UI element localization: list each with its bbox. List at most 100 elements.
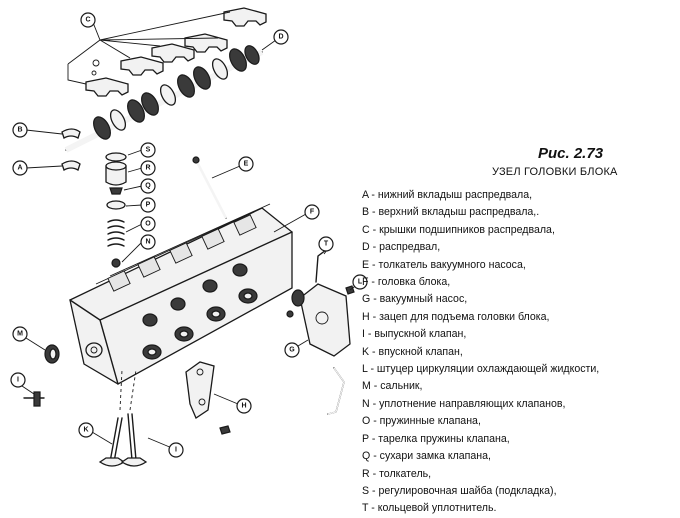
callout-labels: C D B A S R Q P O N E F T L G M I H K I [10, 12, 368, 458]
legend-text: - крышки подшипников распредвала, [369, 223, 555, 236]
callout-l: L [352, 274, 368, 290]
legend-item: M - сальник, [362, 378, 678, 395]
svg-text:C: C [85, 17, 90, 24]
legend-item: G - вакуумный насос, [362, 291, 678, 308]
legend-item: N - уплотнение направляющих клапанов, [362, 396, 678, 413]
legend-text: - регулировочная шайба (подкладка), [369, 484, 557, 497]
legend-item: I - выпускной клапан, [362, 326, 678, 343]
legend-text: - уплотнение направляющих клапанов, [369, 397, 566, 410]
legend-key: E [362, 258, 370, 271]
oil-seal [25, 337, 60, 364]
legend-key: D [362, 241, 370, 254]
camshaft [64, 39, 277, 153]
legend-key: F [362, 276, 369, 289]
figure-title: Рис. 2.73 [538, 145, 604, 162]
svg-text:Q: Q [145, 183, 151, 190]
callout-r: R [140, 160, 156, 176]
callout-d: D [273, 29, 289, 45]
callout-i-left: I [10, 372, 26, 388]
callout-n: N [140, 234, 156, 250]
legend-item: S - регулировочная шайба (подкладка), [362, 483, 678, 500]
parts-legend: A - нижний вкладыш распредвала, B - верх… [362, 187, 678, 518]
legend-key: I [362, 328, 365, 341]
legend-item: B - верхний вкладыш распредвала,. [362, 204, 678, 221]
svg-text:T: T [324, 241, 329, 248]
legend-item: A - нижний вкладыш распредвала, [362, 187, 678, 204]
svg-text:E: E [244, 161, 249, 168]
svg-text:B: B [17, 127, 22, 134]
legend-item: F - головка блока, [362, 274, 678, 291]
callout-o: O [140, 216, 156, 232]
callout-f: F [304, 204, 320, 220]
callout-a: A [12, 160, 28, 176]
callout-c: C [80, 12, 96, 28]
legend-item: D - распредвал, [362, 239, 678, 256]
svg-text:A: A [17, 165, 22, 172]
legend-text: - выпускной клапан, [364, 328, 467, 341]
legend-item: Q - сухари замка клапана, [362, 448, 678, 465]
callout-p: P [140, 197, 156, 213]
legend-text: - толкатель вакуумного насоса, [369, 258, 526, 271]
legend-item: R - толкатель, [362, 466, 678, 483]
legend-key: G [362, 293, 371, 306]
callout-e: E [238, 156, 254, 172]
legend-text: - вакуумный насос, [370, 293, 468, 306]
legend-key: K [362, 345, 370, 358]
vacuum-pump-pusher [192, 156, 241, 219]
callout-i-bottom: I [168, 442, 184, 458]
legend-key: Q [362, 450, 371, 463]
legend-key: M [362, 380, 371, 393]
legend-item: O - пружинные клапана, [362, 413, 678, 430]
legend-item: E - толкатель вакуумного насоса, [362, 257, 678, 274]
svg-text:G: G [289, 347, 295, 354]
legend-item: L - штуцер циркуляции охлаждающей жидкос… [362, 361, 678, 378]
legend-text: - сальник, [370, 380, 423, 393]
svg-text:O: O [145, 221, 151, 228]
legend-key: B [362, 206, 370, 219]
legend-key: R [362, 467, 370, 480]
svg-text:K: K [83, 427, 88, 434]
legend-text: - тарелка пружины клапана, [368, 432, 510, 445]
legend-key: A [362, 189, 369, 201]
callout-b: B [12, 122, 28, 138]
svg-text:P: P [146, 202, 151, 209]
callout-h: H [236, 398, 252, 414]
callout-k: K [78, 422, 94, 438]
svg-text:D: D [278, 34, 283, 41]
svg-text:R: R [145, 165, 150, 172]
callout-q: Q [140, 178, 156, 194]
legend-text: - головка блока, [368, 276, 451, 289]
svg-text:M: M [17, 331, 23, 338]
cylinder-head [69, 203, 307, 385]
callout-m: M [12, 326, 28, 342]
callout-t: T [318, 236, 334, 252]
legend-key: H [362, 310, 370, 323]
valve-train-parts [105, 149, 143, 268]
legend-text: - кольцевой уплотнитель. [368, 502, 497, 515]
svg-text:S: S [146, 147, 151, 154]
legend-text: - впускной клапан, [369, 345, 463, 358]
vacuum-pump [286, 245, 359, 415]
svg-text:I: I [17, 377, 19, 384]
legend-key: N [362, 397, 370, 410]
legend-text: - нижний вкладыш распредвала, [368, 189, 533, 201]
legend-text: - толкатель, [369, 467, 432, 480]
legend-key: S [362, 484, 370, 497]
svg-text:L: L [358, 279, 363, 286]
legend-key: O [362, 415, 371, 428]
svg-text:I: I [175, 447, 177, 454]
legend-item: C - крышки подшипников распредвала, [362, 222, 678, 239]
legend-key: L [362, 363, 368, 376]
legend-item: P - тарелка пружины клапана, [362, 431, 678, 448]
exploded-view-drawing: C D B A S R Q P O N E F T L G M I H K I [10, 7, 368, 467]
legend-item: T - кольцевой уплотнитель. [362, 500, 678, 517]
legend-text: - штуцер циркуляции охлаждающей жидкости… [367, 363, 600, 376]
figure-caption: Рис. 2.73 УЗЕЛ ГОЛОВКИ БЛОКА A - нижний … [362, 145, 678, 518]
legend-text: - зацеп для подъема головки блока, [369, 310, 550, 323]
bearing-caps [67, 7, 267, 97]
lifting-eye [185, 361, 239, 435]
legend-key: C [362, 223, 370, 236]
valves [21, 369, 173, 467]
legend-text: - сухари замка клапана, [370, 450, 491, 463]
svg-text:H: H [241, 403, 246, 410]
